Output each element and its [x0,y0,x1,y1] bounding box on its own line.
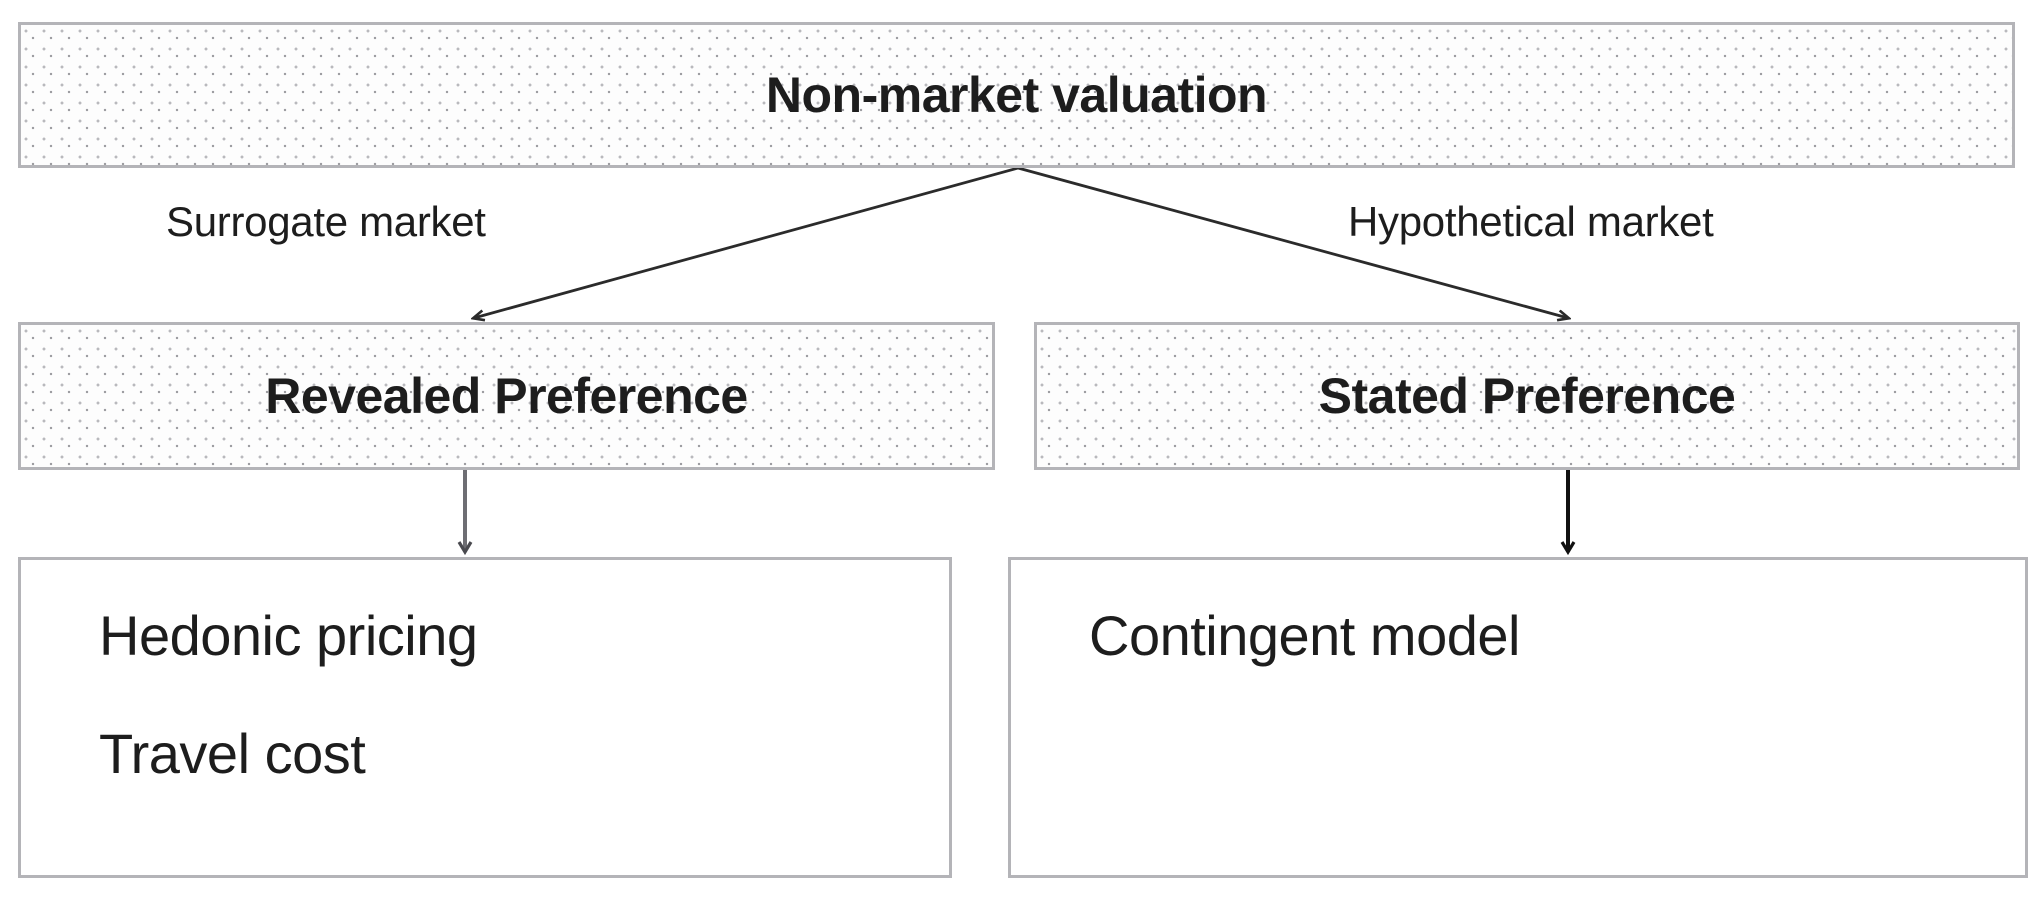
node-revealed-preference-label: Revealed Preference [265,368,748,424]
method-item-contingent-model: Contingent model [1089,604,1520,667]
edge-label-surrogate-market: Surrogate market [166,198,486,245]
node-revealed-preference[interactable]: Revealed Preference [18,322,995,470]
method-item-hedonic-pricing: Hedonic pricing [99,604,478,667]
node-stated-preference[interactable]: Stated Preference [1034,322,2020,470]
node-stated-preference-label: Stated Preference [1318,368,1736,424]
node-non-market-valuation[interactable]: Non-market valuation [18,22,2015,168]
node-revealed-preference-methods[interactable]: Hedonic pricing Travel cost [18,557,952,878]
node-root-label: Non-market valuation [765,67,1268,123]
connector-root-to-revealed-preference [474,166,1019,318]
node-stated-preference-methods[interactable]: Contingent model [1008,557,2028,878]
method-item-travel-cost: Travel cost [99,722,366,785]
edge-label-hypothetical-market: Hypothetical market [1348,198,1714,245]
